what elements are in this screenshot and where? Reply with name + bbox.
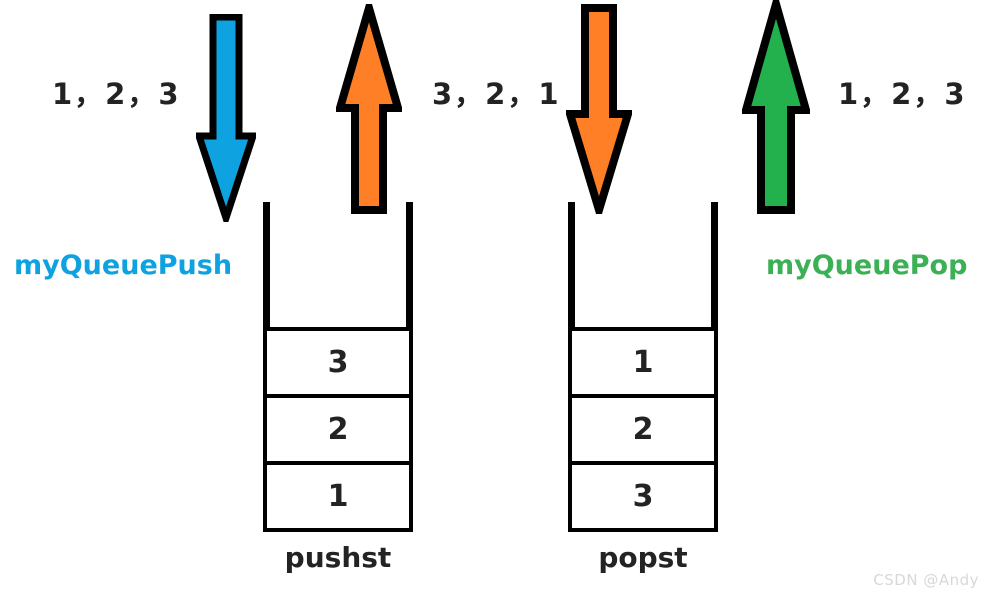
- stack-cell: 3: [263, 327, 413, 398]
- stack-popst-container: 1 2 3: [568, 202, 718, 532]
- stack-popst-cells: 1 2 3: [568, 327, 718, 532]
- push-input-sequence-label: 1，2，3: [52, 77, 181, 111]
- stack-cell: 2: [263, 394, 413, 465]
- pop-up-arrow-icon: [742, 0, 810, 214]
- stack-cell: 1: [263, 461, 413, 532]
- stack-pushst-container: 3 2 1: [263, 202, 413, 532]
- stack-popst-label: popst: [598, 541, 688, 574]
- transfer-down-arrow-icon: [566, 4, 632, 214]
- push-down-arrow-icon: [196, 14, 256, 222]
- watermark-text: CSDN @Andy: [873, 571, 979, 589]
- stack-cell: 3: [568, 461, 718, 532]
- stack-popst: 1 2 3 popst: [568, 202, 718, 572]
- stack-cell: 1: [568, 327, 718, 398]
- stack-cell: 2: [568, 394, 718, 465]
- stack-pushst-cells: 3 2 1: [263, 327, 413, 532]
- stack-pushst: 3 2 1 pushst: [263, 202, 413, 572]
- my-queue-pop-label: myQueuePop: [766, 250, 968, 281]
- my-queue-push-label: myQueuePush: [14, 250, 233, 281]
- transfer-sequence-label: 3，2，1: [432, 77, 561, 111]
- transfer-up-arrow-icon: [336, 4, 402, 214]
- pop-output-sequence-label: 1，2，3: [838, 77, 967, 111]
- stack-pushst-label: pushst: [284, 541, 392, 574]
